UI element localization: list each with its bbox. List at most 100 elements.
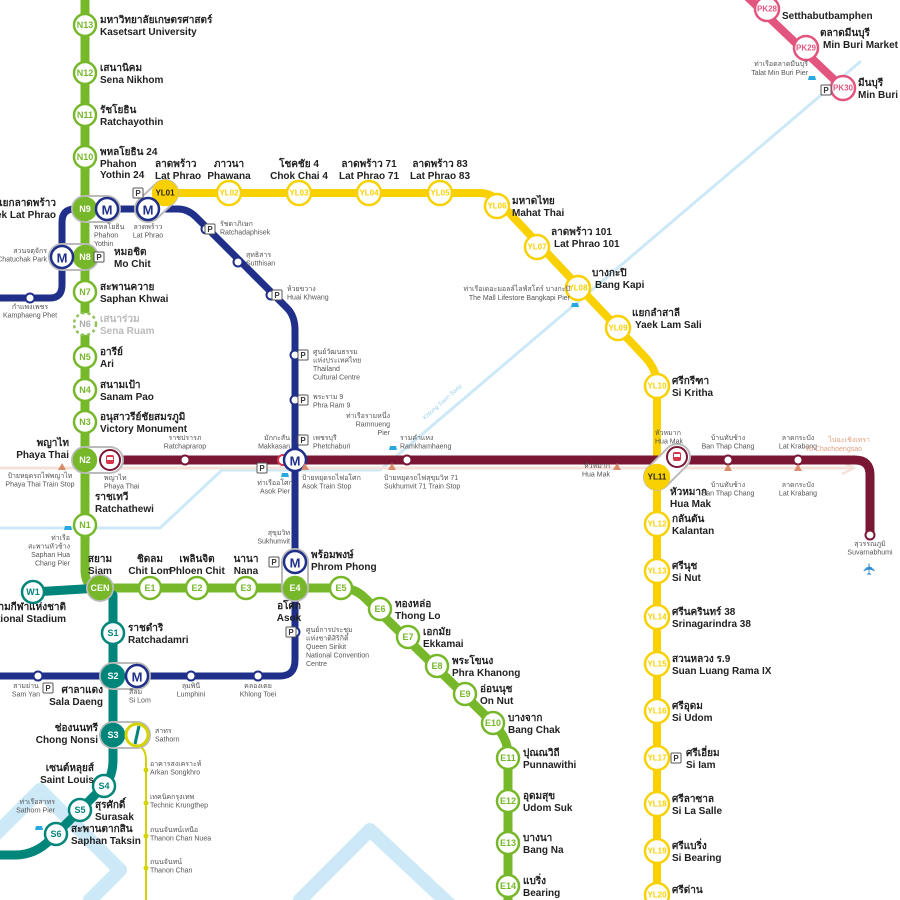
station-yl16[interactable]: YL16 [643,697,671,725]
station-marker[interactable] [282,575,308,601]
station-n4[interactable]: N4 [72,377,98,403]
station-marker[interactable] [643,557,671,585]
station-marker[interactable] [100,722,126,748]
station-yl11[interactable]: YL11 [643,463,671,491]
station-yl15[interactable]: YL15 [643,650,671,678]
station-yl01[interactable]: YL01 [151,179,179,207]
station-yl14[interactable]: YL14 [643,603,671,631]
station-marker[interactable] [72,311,98,337]
station-yl06[interactable]: YL06 [483,192,511,220]
station-marker[interactable] [72,447,98,473]
station-marker[interactable] [452,681,478,707]
station-yl13[interactable]: YL13 [643,557,671,585]
station-marker[interactable] [643,744,671,772]
station-marker[interactable] [564,274,592,302]
station-n9[interactable]: N9 [72,196,98,222]
station-n2[interactable]: N2 [72,447,98,473]
station-marker[interactable] [20,579,46,605]
station-marker[interactable] [480,710,506,736]
blue-line-station[interactable] [24,292,36,304]
station-marker[interactable] [285,179,313,207]
station-e1[interactable]: E1 [137,575,163,601]
station-n5[interactable]: N5 [72,344,98,370]
station-marker[interactable] [137,575,163,601]
station-n12[interactable]: N12 [72,60,98,86]
station-n11[interactable]: N11 [72,102,98,128]
station-yl17[interactable]: YL17 [643,744,671,772]
station-yl10[interactable]: YL10 [643,372,671,400]
station-marker[interactable] [643,510,671,538]
station-marker[interactable] [72,279,98,305]
station-e3[interactable]: E3 [233,575,259,601]
station-pk28[interactable]: PK28 [753,0,781,23]
station-n13[interactable]: N13 [72,12,98,38]
station-n8[interactable]: N8 [72,244,98,270]
station-marker[interactable] [72,144,98,170]
station-marker[interactable] [72,512,98,538]
station-marker[interactable] [792,34,820,62]
station-pk30[interactable]: PK30 [829,74,857,102]
arl-station[interactable] [179,454,191,466]
station-n1[interactable]: N1 [72,512,98,538]
gold-line-station[interactable] [143,800,149,806]
station-marker[interactable] [67,797,93,823]
station-e11[interactable]: E11 [495,745,521,771]
station-marker[interactable] [355,179,383,207]
station-marker[interactable] [72,12,98,38]
station-s2[interactable]: S2 [100,663,126,689]
station-marker[interactable] [395,624,421,650]
station-marker[interactable] [495,830,521,856]
station-yl18[interactable]: YL18 [643,790,671,818]
station-yl07[interactable]: YL07 [523,233,551,261]
station-marker[interactable] [328,575,354,601]
station-s1[interactable]: S1 [100,620,126,646]
station-s4[interactable]: S4 [91,773,117,799]
station-marker[interactable] [367,596,393,622]
station-marker[interactable] [643,881,671,900]
blue-line-station[interactable] [185,670,197,682]
station-marker[interactable] [643,790,671,818]
station-marker[interactable] [100,663,126,689]
station-e9[interactable]: E9 [452,681,478,707]
station-yl08[interactable]: YL08 [564,274,592,302]
station-pk29[interactable]: PK29 [792,34,820,62]
station-marker[interactable] [753,0,781,23]
station-yl03[interactable]: YL03 [285,179,313,207]
station-yl20[interactable]: YL20 [643,881,671,900]
station-marker[interactable] [184,575,210,601]
station-e2[interactable]: E2 [184,575,210,601]
station-e13[interactable]: E13 [495,830,521,856]
station-marker[interactable] [43,821,69,847]
station-marker[interactable] [643,650,671,678]
mrt-station-2[interactable]: M [94,196,120,222]
station-marker[interactable] [91,773,117,799]
station-s3[interactable]: S3 [100,722,126,748]
station-e5[interactable]: E5 [328,575,354,601]
station-e12[interactable]: E12 [495,788,521,814]
station-yl02[interactable]: YL02 [215,179,243,207]
arl-station[interactable] [864,529,876,541]
station-e4[interactable]: E4 [282,575,308,601]
station-marker[interactable] [424,653,450,679]
station-marker[interactable] [72,102,98,128]
station-marker[interactable] [523,233,551,261]
gold-line-station[interactable] [143,865,149,871]
station-marker[interactable] [233,575,259,601]
station-yl12[interactable]: YL12 [643,510,671,538]
blue-line-station[interactable] [232,256,244,268]
station-marker[interactable] [151,179,179,207]
station-s5[interactable]: S5 [67,797,93,823]
mrt-station-3[interactable]: M [135,196,161,222]
station-marker[interactable] [643,463,671,491]
station-yl09[interactable]: YL09 [604,314,632,342]
mrt-station-1[interactable]: M [49,244,75,270]
station-marker[interactable] [643,837,671,865]
station-marker[interactable] [72,377,98,403]
station-marker[interactable] [643,697,671,725]
station-marker[interactable] [426,179,454,207]
station-e8[interactable]: E8 [424,653,450,679]
mrt-phetchaburi-icon[interactable]: M [282,447,308,473]
station-s6[interactable]: S6 [43,821,69,847]
station-marker[interactable] [495,788,521,814]
station-marker[interactable] [604,314,632,342]
